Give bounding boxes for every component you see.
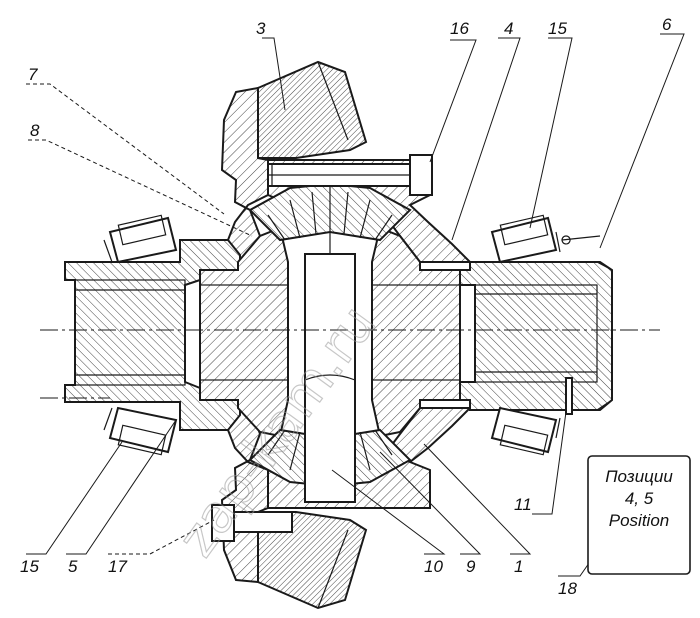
label-5: 5 <box>68 557 78 576</box>
lock-pin <box>565 377 573 415</box>
position-note-box: Позиции 4, 5 Position <box>587 455 691 575</box>
bearing-bottom-left <box>103 406 178 456</box>
label-4: 4 <box>504 19 513 38</box>
label-15-top: 15 <box>548 19 567 38</box>
label-10: 10 <box>424 557 443 576</box>
label-11: 11 <box>514 495 532 514</box>
label-16: 16 <box>450 19 469 38</box>
label-17: 17 <box>108 557 127 576</box>
note-line-3: Position <box>609 511 669 530</box>
cross-pin <box>304 253 356 503</box>
ring-gear-top <box>257 60 368 159</box>
bearing-bottom-right <box>490 406 561 456</box>
bearing-top-right <box>490 214 561 264</box>
ring-gear-bottom <box>257 511 368 610</box>
note-line-1: Позиции <box>605 467 673 486</box>
label-1: 1 <box>514 557 523 576</box>
bearing-top-left <box>103 214 178 264</box>
note-line-2: 4, 5 <box>625 489 654 508</box>
label-3: 3 <box>256 19 266 38</box>
right-hub <box>459 261 613 411</box>
label-7: 7 <box>28 65 38 84</box>
label-9: 9 <box>466 557 476 576</box>
label-6: 6 <box>662 15 672 34</box>
label-15-bottom: 15 <box>20 557 39 576</box>
lock-wire <box>561 235 601 245</box>
leader-lines <box>26 33 685 577</box>
label-18: 18 <box>558 579 577 598</box>
label-8: 8 <box>30 121 40 140</box>
